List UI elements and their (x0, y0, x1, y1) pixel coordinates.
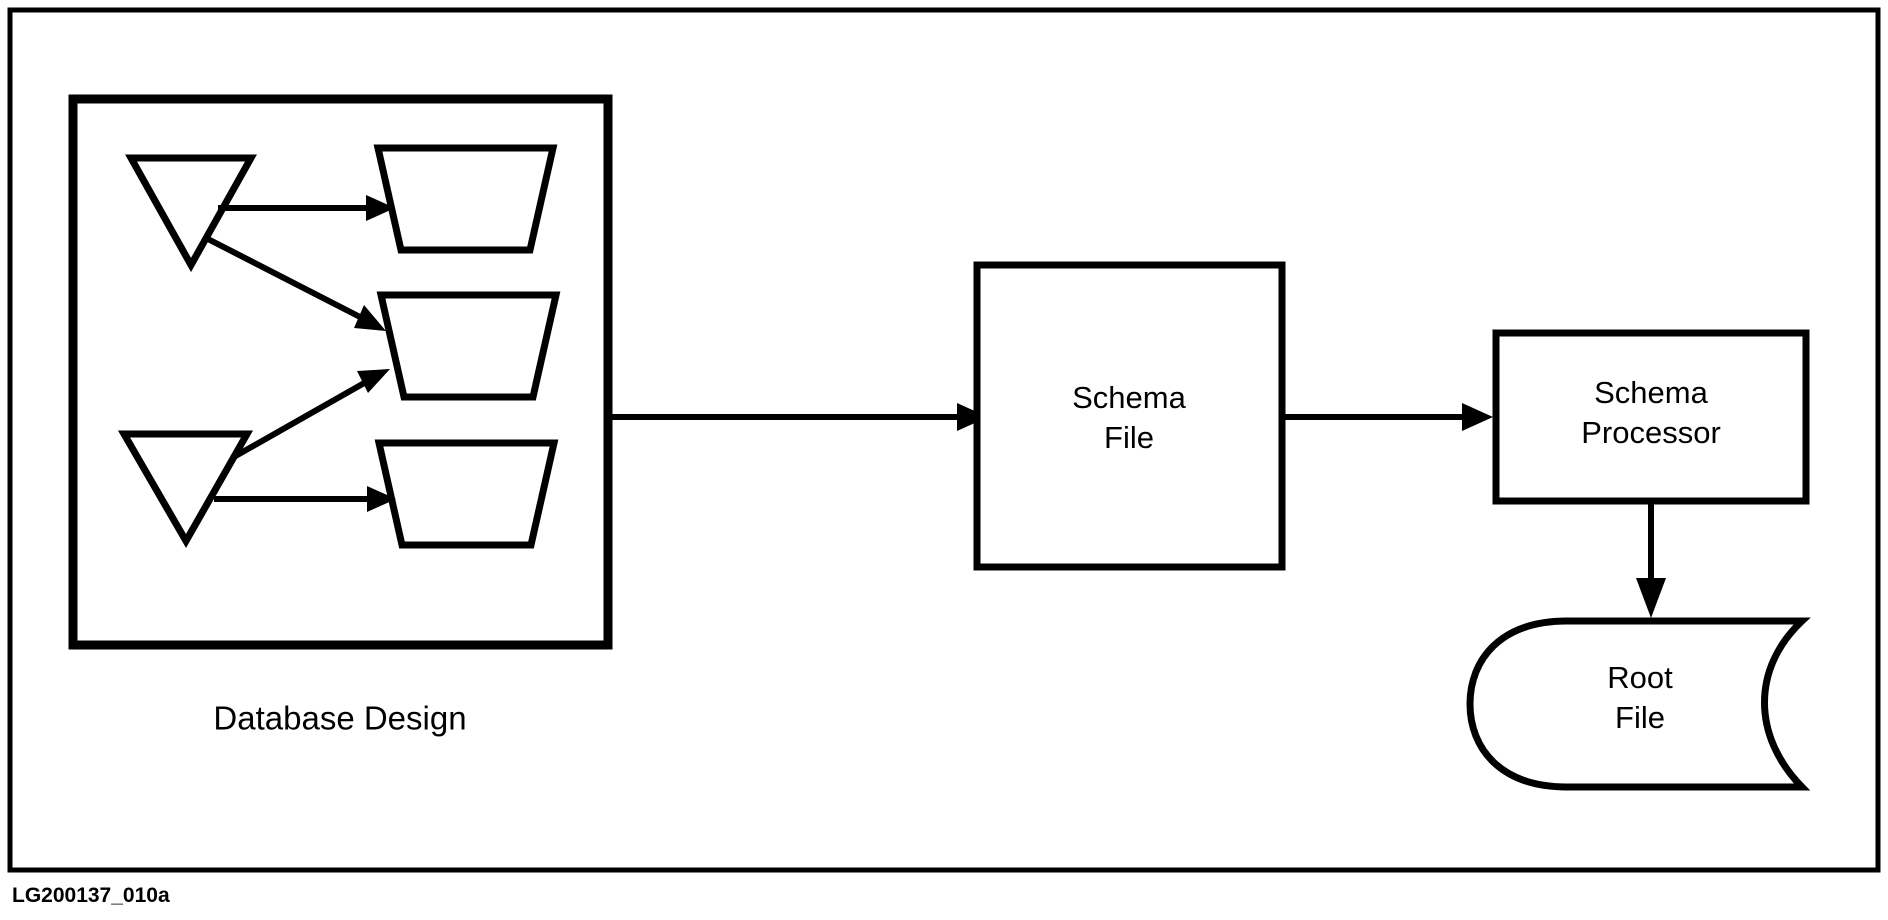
schema-file-label-line1: Schema (1072, 380, 1186, 415)
entity-1-triangle[interactable] (125, 154, 257, 273)
flow-entity1-table1 (218, 195, 395, 221)
flow-entity2-table2 (230, 369, 390, 461)
root-file-label-line1: Root (1607, 660, 1673, 695)
flow-schemafile-processor (1282, 403, 1493, 431)
figure-caption-id: LG200137_010a (12, 884, 170, 907)
schema-file-label-line2: File (1104, 420, 1154, 455)
root-file-label-line2: File (1615, 700, 1665, 735)
flow-entity2-table3 (214, 486, 396, 512)
arrowhead-icon (354, 305, 386, 331)
database-design-group-box[interactable] (68, 94, 613, 650)
table-1-trapezoid[interactable] (373, 144, 558, 254)
arrowhead-icon (367, 486, 396, 512)
arrowhead-icon (957, 403, 988, 431)
schema-processor-label-line1: Schema (1594, 375, 1708, 410)
table-2-trapezoid[interactable] (376, 291, 561, 401)
arrowhead-icon (366, 195, 395, 221)
schema-file-box[interactable] (973, 261, 1286, 571)
entity-2-triangle[interactable] (117, 430, 254, 549)
arrowhead-icon (1462, 403, 1493, 431)
schema-processor-label-line2: Processor (1581, 415, 1721, 450)
arrowhead-icon (1636, 578, 1666, 618)
table-3-trapezoid[interactable] (374, 439, 559, 549)
schema-processor-box[interactable] (1492, 329, 1810, 505)
flow-processor-rootfile (1636, 501, 1666, 618)
database-design-label: Database Design (213, 700, 466, 737)
flow-design-schemafile (608, 403, 988, 431)
arrowhead-icon (357, 369, 390, 393)
root-file-storage-symbol[interactable] (1466, 617, 1811, 791)
flow-entity1-table2 (204, 235, 386, 331)
